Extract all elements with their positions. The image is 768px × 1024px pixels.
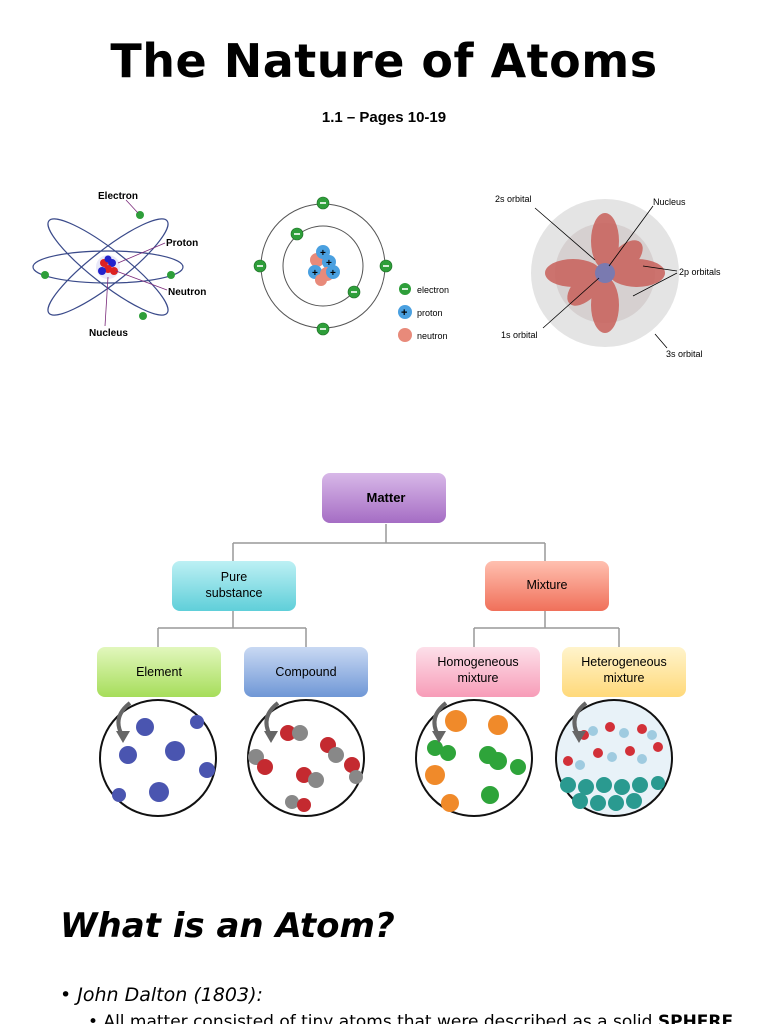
electron-label: Electron	[98, 191, 138, 202]
bullet-mark: •	[60, 984, 72, 1006]
node-element: Element	[97, 647, 221, 697]
svg-text:substance: substance	[206, 586, 263, 600]
page-title: The Nature of Atoms	[110, 34, 658, 88]
svg-text:+: +	[401, 307, 407, 319]
sub-bullet-solid-sphere: • All matter consisted of tiny atoms tha…	[88, 1012, 733, 1024]
svg-text:+: +	[312, 268, 318, 279]
svg-text:+: +	[320, 248, 326, 259]
bohr-atom-figure: Electron Proton Neutron Nucleus	[30, 185, 230, 345]
svg-text:Pure: Pure	[221, 570, 247, 584]
element-particles-circle	[99, 699, 217, 817]
svg-text:mixture: mixture	[604, 671, 645, 685]
legend-electron: electron	[417, 285, 449, 295]
svg-text:Homogeneous: Homogeneous	[437, 655, 518, 669]
legend-proton: proton	[417, 308, 443, 318]
homogeneous-particles-circle	[415, 699, 533, 817]
shell-atom-figure: + + + + + electron proton neutron	[245, 190, 465, 345]
page-subtitle: 1.1 – Pages 10-19	[321, 109, 447, 126]
section-heading: What is an Atom?	[60, 906, 395, 946]
node-heterogeneous-mixture: Heterogeneous mixture	[562, 647, 686, 697]
svg-text:Heterogeneous: Heterogeneous	[581, 655, 666, 669]
orbital-2p-label: 2p orbitals	[679, 267, 721, 277]
svg-text:Element: Element	[136, 665, 182, 679]
sub-bullet-text: All matter consisted of tiny atoms that …	[103, 1012, 658, 1024]
orbital-1s-label: 1s orbital	[501, 330, 538, 340]
neutron-label: Neutron	[168, 287, 206, 298]
orbital-nucleus-label: Nucleus	[653, 197, 686, 207]
svg-text:Mixture: Mixture	[527, 578, 568, 592]
node-pure-substance: Pure substance	[172, 561, 296, 611]
legend-neutron: neutron	[417, 331, 448, 341]
compound-particles-circle	[247, 699, 365, 817]
orbital-3s-label: 3s orbital	[666, 349, 703, 359]
orbital-atom-figure: 2s orbital Nucleus 2p orbitals 1s orbita…	[485, 188, 725, 363]
orbital-2s-label: 2s orbital	[495, 194, 532, 204]
bullet-mark: •	[88, 1012, 99, 1024]
nucleus-label: Nucleus	[89, 328, 128, 339]
svg-text:Matter: Matter	[366, 490, 405, 505]
svg-text:mixture: mixture	[458, 671, 499, 685]
svg-text:+: +	[330, 268, 336, 279]
sub-bullet-bold-text: SPHERE	[657, 1012, 734, 1024]
node-matter: Matter	[322, 473, 446, 523]
node-mixture: Mixture	[485, 561, 609, 611]
svg-text:+: +	[326, 258, 332, 269]
proton-label: Proton	[166, 238, 198, 249]
matter-classification-chart: Matter Pure substance Mixture Element Co…	[90, 465, 700, 825]
heterogeneous-particles-circle	[555, 699, 673, 817]
node-homogeneous-mixture: Homogeneous mixture	[416, 647, 540, 697]
svg-text:Compound: Compound	[275, 665, 336, 679]
bullet-text: John Dalton (1803):	[77, 984, 263, 1006]
bullet-john-dalton: • John Dalton (1803):	[60, 984, 263, 1006]
node-compound: Compound	[244, 647, 368, 697]
